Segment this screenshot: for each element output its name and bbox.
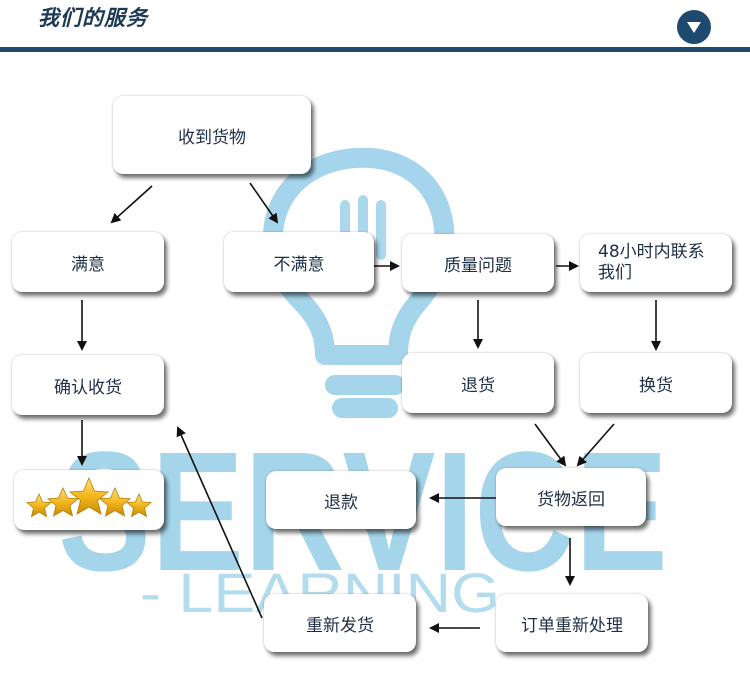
- arrow-received-unsatisfied: [249, 182, 279, 224]
- arrow-return-goodsback: [534, 423, 567, 467]
- star-icon: [125, 493, 153, 518]
- node-quality: 质量问题: [402, 234, 554, 292]
- arrow-exchange-goodsback: [576, 423, 615, 467]
- header-divider: [0, 47, 750, 52]
- star-icon: [98, 487, 132, 517]
- node-received-label: 收到货物: [178, 127, 246, 148]
- node-exchange-label: 换货: [639, 375, 673, 396]
- node-contact-label: 48小时内联系我们: [598, 242, 705, 283]
- node-reprocess-label: 订单重新处理: [521, 615, 623, 636]
- arrow-reship-confirm: [176, 426, 263, 619]
- star-icon: [25, 493, 53, 518]
- node-refund-label: 退款: [324, 492, 358, 513]
- node-reship-label: 重新发货: [306, 615, 374, 636]
- node-confirm: 确认收货: [12, 355, 164, 415]
- node-satisfied: 满意: [12, 232, 164, 292]
- arrow-received-satisfied: [110, 185, 153, 224]
- header: 我们的服务: [0, 0, 750, 52]
- node-return-label: 退货: [461, 375, 495, 396]
- node-goods-back: 货物返回: [496, 468, 646, 526]
- node-reprocess: 订单重新处理: [496, 594, 648, 652]
- node-goods-back-label: 货物返回: [537, 489, 605, 510]
- node-reship: 重新发货: [264, 594, 416, 652]
- page-title: 我们的服务: [38, 6, 148, 30]
- star-icon: [68, 476, 110, 515]
- rating-box: [14, 470, 164, 530]
- chevron-down-icon[interactable]: [677, 10, 711, 44]
- node-confirm-label: 确认收货: [54, 377, 122, 398]
- node-unsatisfied: 不满意: [224, 232, 374, 292]
- node-quality-label: 质量问题: [444, 255, 512, 276]
- node-satisfied-label: 满意: [71, 254, 105, 275]
- star-rating: [25, 476, 153, 518]
- node-unsatisfied-label: 不满意: [273, 254, 325, 275]
- node-contact: 48小时内联系我们: [580, 234, 732, 292]
- node-exchange: 换货: [580, 353, 732, 413]
- lightbulb-icon: [263, 147, 455, 418]
- node-refund: 退款: [266, 471, 416, 529]
- node-received: 收到货物: [113, 96, 311, 174]
- star-icon: [46, 487, 80, 517]
- node-return: 退货: [402, 353, 554, 413]
